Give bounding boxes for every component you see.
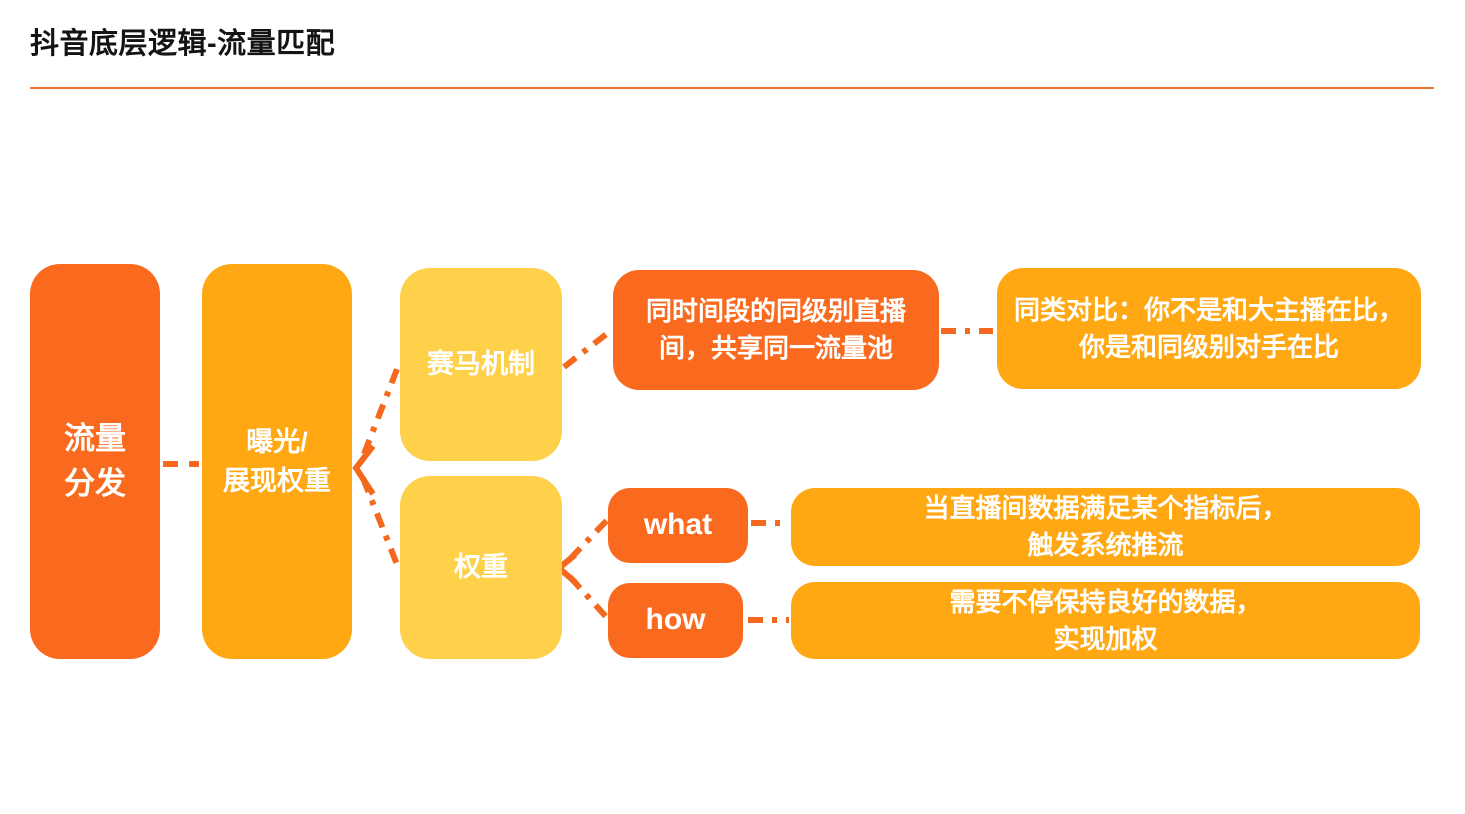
node-label-line: 同类对比：你不是和大主播在比， — [1013, 294, 1404, 325]
connector-exposure-weight — [360, 476, 401, 569]
page-title: 抖音底层逻辑-流量匹配 — [30, 28, 336, 60]
node-label-line: 触发系统推流 — [1027, 530, 1184, 560]
node-label-line: 同时间段的同级别直播 — [645, 296, 906, 327]
node-label-line: 间，共享同一流量池 — [658, 333, 893, 363]
node-label-line: 展现权重 — [223, 465, 331, 496]
node-label: how — [645, 603, 706, 637]
node-how: how — [608, 583, 743, 658]
node-label: what — [643, 508, 713, 542]
node-traffic-distribution: 流量 分发 — [30, 264, 160, 659]
node-label: 赛马机制 — [427, 349, 535, 380]
node-label-line: 分发 — [64, 465, 126, 501]
node-what-detail: 当直播间数据满足某个指标后， 触发系统推流 — [791, 488, 1420, 566]
node-what: what — [608, 488, 748, 563]
arrowhead-exposure — [352, 444, 376, 496]
node-label-line: 流量 — [64, 421, 126, 457]
node-horse-racing-mechanism: 赛马机制 — [400, 268, 562, 461]
connector-exposure-racing — [361, 362, 402, 456]
node-exposure-weight: 曝光/ 展现权重 — [202, 264, 352, 659]
node-same-time-pool: 同时间段的同级别直播 间，共享同一流量池 — [613, 270, 939, 390]
connector-weight-what — [567, 513, 614, 562]
node-label-line: 实现加权 — [1053, 623, 1158, 654]
node-label-line: 需要不停保持良好的数据， — [949, 586, 1262, 617]
connector-weight-how — [567, 574, 613, 624]
node-weight: 权重 — [400, 476, 562, 659]
node-how-detail: 需要不停保持良好的数据， 实现加权 — [791, 582, 1420, 659]
node-label: 权重 — [454, 552, 508, 583]
node-label-line: 曝光/ — [246, 427, 308, 458]
title-divider — [30, 87, 1434, 89]
connector-racing-sametime — [562, 326, 615, 370]
node-label-line: 当直播间数据满足某个指标后， — [923, 493, 1288, 524]
node-same-class-comparison: 同类对比：你不是和大主播在比， 你是和同级别对手在比 — [997, 268, 1421, 389]
node-label-line: 你是和同级别对手在比 — [1078, 331, 1339, 362]
